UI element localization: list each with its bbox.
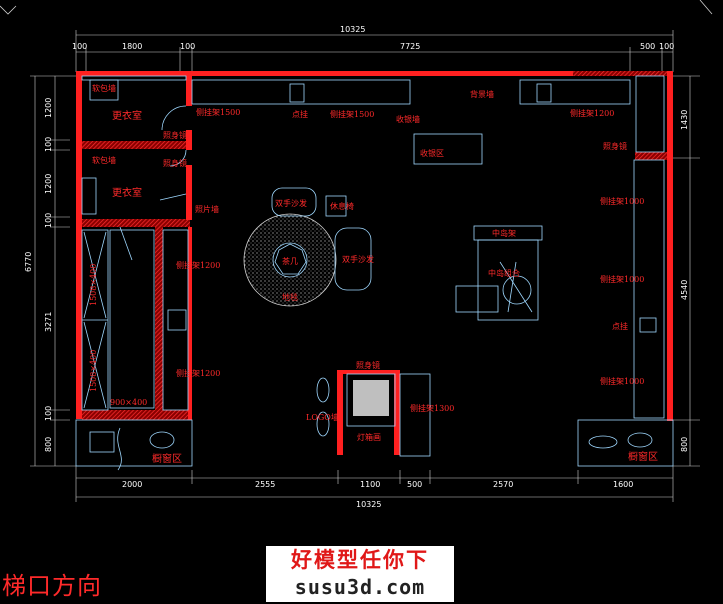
dim-bottom-seg: 2570	[493, 480, 513, 489]
dim-bottom-seg: 2555	[255, 480, 275, 489]
dim-top-seg: 100	[659, 42, 674, 51]
label-side-shelf: 侧挂架1200	[176, 260, 220, 270]
floor-plan: 10325 100 1800 100 7725 500 100 2000 255…	[0, 0, 713, 509]
label-coffee-table: 茶几	[282, 256, 298, 266]
dim-bottom-seg: 2000	[122, 480, 142, 489]
label-mirror: 照身镜	[603, 141, 627, 151]
dim-bottom-seg: 1600	[613, 480, 633, 489]
dim-bottom-seg: 1100	[360, 480, 380, 489]
label-soft-pack-wall: 软包墙	[92, 83, 116, 93]
dim-left-seg: 800	[44, 437, 53, 452]
watermark-slogan: 好模型任你下	[291, 548, 429, 572]
dim-bottom-seg: 500	[407, 480, 422, 489]
label-back-wall: 背景墙	[470, 89, 494, 99]
dim-top-seg: 500	[640, 42, 655, 51]
label-mirror: 照身镜	[163, 130, 187, 140]
dim-right-seg: 800	[680, 437, 689, 452]
label-side-shelf: 侧挂架1200	[176, 368, 220, 378]
label-point-hang: 点挂	[612, 321, 628, 331]
dim-top-total: 10325	[340, 25, 365, 34]
dim-top-seg: 100	[72, 42, 87, 51]
label-sofa: 双手沙发	[342, 254, 374, 264]
room-labels: 软包墙 更衣室 照身镜 软包墙 照身镜 更衣室 照片墙 侧挂架1500 点挂 侧…	[89, 83, 658, 465]
stair-direction-label: 梯口方向	[2, 572, 102, 600]
dim-left-seg: 1200	[44, 174, 53, 194]
dim-left-seg: 1200	[44, 98, 53, 118]
watermark-url: susu3d.com	[294, 575, 426, 599]
label-fitting-room: 更衣室	[112, 109, 142, 122]
dim-top-seg: 100	[180, 42, 195, 51]
label-cashier-area: 收银区	[420, 148, 444, 158]
label-carpet: 地毯	[282, 292, 298, 302]
left-dimensions: 6770 1200 100 1200 100 3271 100 800	[24, 75, 76, 467]
top-dimensions: 10325 100 1800 100 7725 500 100	[72, 25, 674, 72]
label-side-shelf: 侧挂架1500	[196, 107, 240, 117]
label-island-rack: 中岛架	[492, 228, 516, 238]
label-cashier-wall: 收银墙	[396, 114, 420, 124]
label-lightbox: 灯箱画	[357, 432, 381, 442]
corner-tick	[699, 0, 713, 15]
dim-left-total: 6770	[24, 252, 33, 272]
label-photo-wall: 照片墙	[195, 204, 219, 214]
dim-right-seg: 4540	[680, 280, 689, 300]
dim-left-seg: 3271	[44, 312, 53, 332]
label-side-shelf: 侧挂架1300	[410, 403, 454, 413]
label-island-display: 中岛组合	[488, 268, 520, 278]
label-logo-wall: LOGO墙	[306, 412, 339, 422]
right-dimensions: 1430 4540 800	[673, 75, 700, 467]
label-window-area: 橱窗区	[628, 450, 658, 463]
label-point-hang: 点挂	[292, 109, 308, 119]
label-soft-pack-wall: 软包墙	[92, 155, 116, 165]
label-side-shelf: 侧挂架1500	[330, 109, 374, 119]
dim-left-seg: 100	[44, 213, 53, 228]
label-sofa: 双手沙发	[275, 198, 307, 208]
label-small-table: 休息椅	[330, 201, 354, 211]
label-side-shelf: 侧挂架1000	[600, 274, 644, 284]
label-side-shelf: 侧挂架1000	[600, 376, 644, 386]
label-fitting-room: 更衣室	[112, 186, 142, 199]
label-window-area: 橱窗区	[152, 452, 182, 465]
label-left-block: 1508×400	[89, 264, 98, 306]
dim-left-seg: 100	[44, 406, 53, 421]
bottom-dimensions: 2000 2555 1100 500 2570 1600 10325	[75, 466, 674, 509]
furniture	[75, 75, 674, 471]
label-side-shelf: 侧挂架1200	[570, 108, 614, 118]
walls	[76, 71, 673, 455]
dim-right-seg: 1430	[680, 110, 689, 130]
label-left-block: 1508×400	[89, 350, 98, 392]
dim-left-seg: 100	[44, 137, 53, 152]
label-mirror: 照身镜	[163, 158, 187, 168]
corner-marker	[0, 5, 17, 15]
label-side-shelf: 侧挂架1000	[600, 196, 644, 206]
label-left-block: 900×400	[110, 398, 147, 407]
watermark: 好模型任你下 susu3d.com	[266, 546, 454, 602]
dim-bottom-total: 10325	[356, 500, 381, 509]
dim-top-seg: 7725	[400, 42, 420, 51]
label-mirror: 照身镜	[356, 360, 380, 370]
dim-top-seg: 1800	[122, 42, 142, 51]
